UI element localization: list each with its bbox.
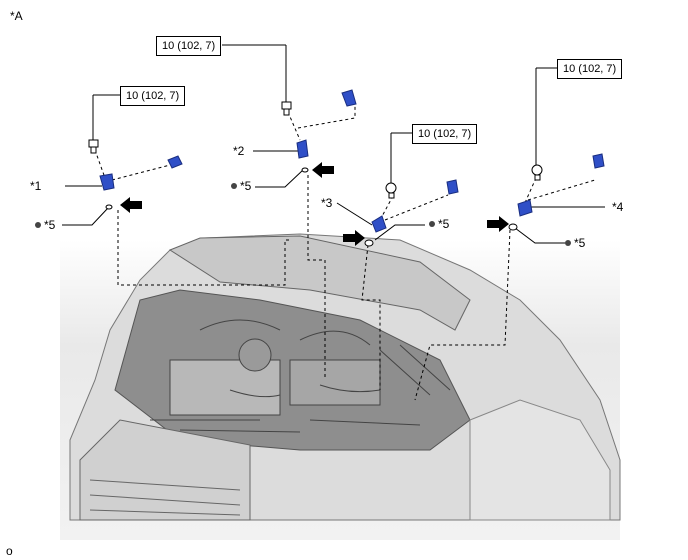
callout-1: *1: [30, 179, 42, 193]
sensor-part-1: [99, 155, 183, 191]
footer-code: o: [6, 544, 13, 558]
figure-tag: *A: [10, 9, 23, 23]
torque-label-3: 10 (102, 7): [412, 124, 478, 144]
torque-label-4: 10 (102, 7): [557, 59, 623, 79]
callout-4: *4: [612, 200, 624, 214]
torque-label-1: 10 (102, 7): [120, 86, 186, 106]
front-grille: [79, 419, 251, 521]
leader-lines: [62, 44, 605, 244]
sensor-part-2: [296, 89, 357, 159]
gasket-bullet-dot: [35, 222, 41, 228]
gaskets: [105, 167, 518, 247]
callout-5-c: *5: [438, 217, 450, 231]
arrows: [120, 162, 509, 246]
bolt-1: [88, 139, 99, 154]
bolt-3: [385, 182, 397, 199]
gasket-bullet-dot: [429, 221, 435, 227]
open-hood: [168, 235, 471, 331]
engine-components: [150, 319, 451, 433]
gasket-bullet-dot: [565, 240, 571, 246]
bolt-2: [281, 101, 292, 116]
callout-2: *2: [233, 144, 245, 158]
callout-3: *3: [321, 196, 333, 210]
gasket-bullet-dot: [231, 183, 237, 189]
callout-5-a: *5: [44, 218, 56, 232]
dashed-assembly-lines: [94, 100, 596, 401]
callout-5-b: *5: [240, 179, 252, 193]
torque-label-2: 10 (102, 7): [156, 36, 222, 56]
callout-5-d: *5: [574, 236, 586, 250]
right-fender: [469, 399, 611, 521]
sensor-part-4: [517, 153, 605, 217]
bolt-4: [531, 164, 543, 181]
sensor-part-3: [371, 179, 459, 233]
